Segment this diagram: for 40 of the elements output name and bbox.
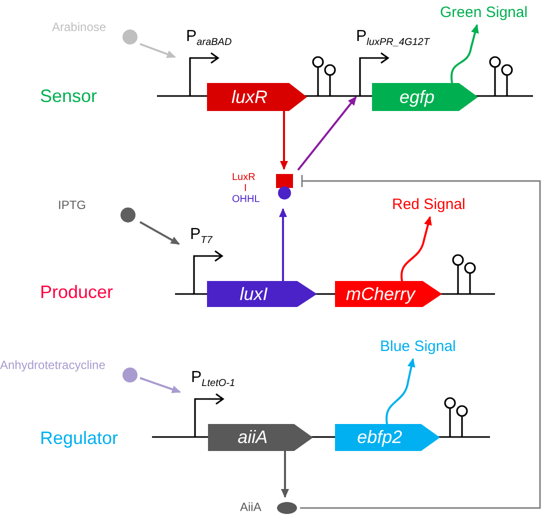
gene-label: mCherry bbox=[344, 283, 417, 306]
arrow bbox=[386, 358, 416, 424]
arrow bbox=[140, 43, 176, 58]
promoter-label: P$_{araBAD}$ bbox=[186, 28, 232, 48]
signal-label: Green Signal bbox=[440, 4, 548, 24]
gene-label: luxR bbox=[230, 86, 268, 109]
signal-label: Red Signal bbox=[392, 196, 487, 216]
row-label: Sensor bbox=[40, 86, 98, 107]
coding-sequence-block bbox=[335, 281, 442, 307]
protein-label: LuxR bbox=[232, 172, 256, 183]
inducer-label: Arabinose bbox=[52, 20, 106, 34]
coding-sequence-block bbox=[207, 83, 307, 111]
arrow bbox=[140, 377, 181, 394]
promoter-label: P$_{luxPR_4G12T}$ bbox=[356, 28, 430, 48]
inducer-label: Anhydrotetracycline bbox=[0, 358, 106, 372]
promoter-label: P$_{LtetO-1}$ bbox=[191, 369, 236, 390]
arrow bbox=[297, 96, 357, 171]
signal-label: Blue Signal bbox=[380, 338, 480, 358]
inducer-label: IPTG bbox=[58, 198, 86, 212]
coding-sequence-block bbox=[208, 424, 313, 451]
coding-sequence-block bbox=[335, 424, 440, 451]
gene-label: ebfp2 bbox=[356, 426, 404, 449]
binding-mark: I bbox=[244, 183, 247, 194]
protein-label: AiiA bbox=[240, 500, 262, 514]
coding-sequence-block bbox=[372, 83, 478, 111]
gene-label: aiiA bbox=[236, 426, 269, 449]
arrow bbox=[280, 111, 288, 170]
gene-label: egfp bbox=[398, 86, 436, 109]
molecule-label: OHHL bbox=[232, 194, 260, 205]
arrow bbox=[450, 24, 479, 84]
inhibition-line bbox=[300, 174, 541, 509]
coding-sequence-block bbox=[207, 281, 317, 307]
promoter-label: P$_{T7}$ bbox=[190, 226, 212, 246]
gene-label: luxI bbox=[238, 283, 269, 306]
arrow bbox=[281, 451, 289, 498]
arrow bbox=[400, 216, 432, 282]
row-label: Producer bbox=[40, 282, 114, 303]
row-label: Regulator bbox=[40, 428, 118, 449]
arrow bbox=[279, 208, 287, 281]
arrow bbox=[140, 221, 180, 245]
